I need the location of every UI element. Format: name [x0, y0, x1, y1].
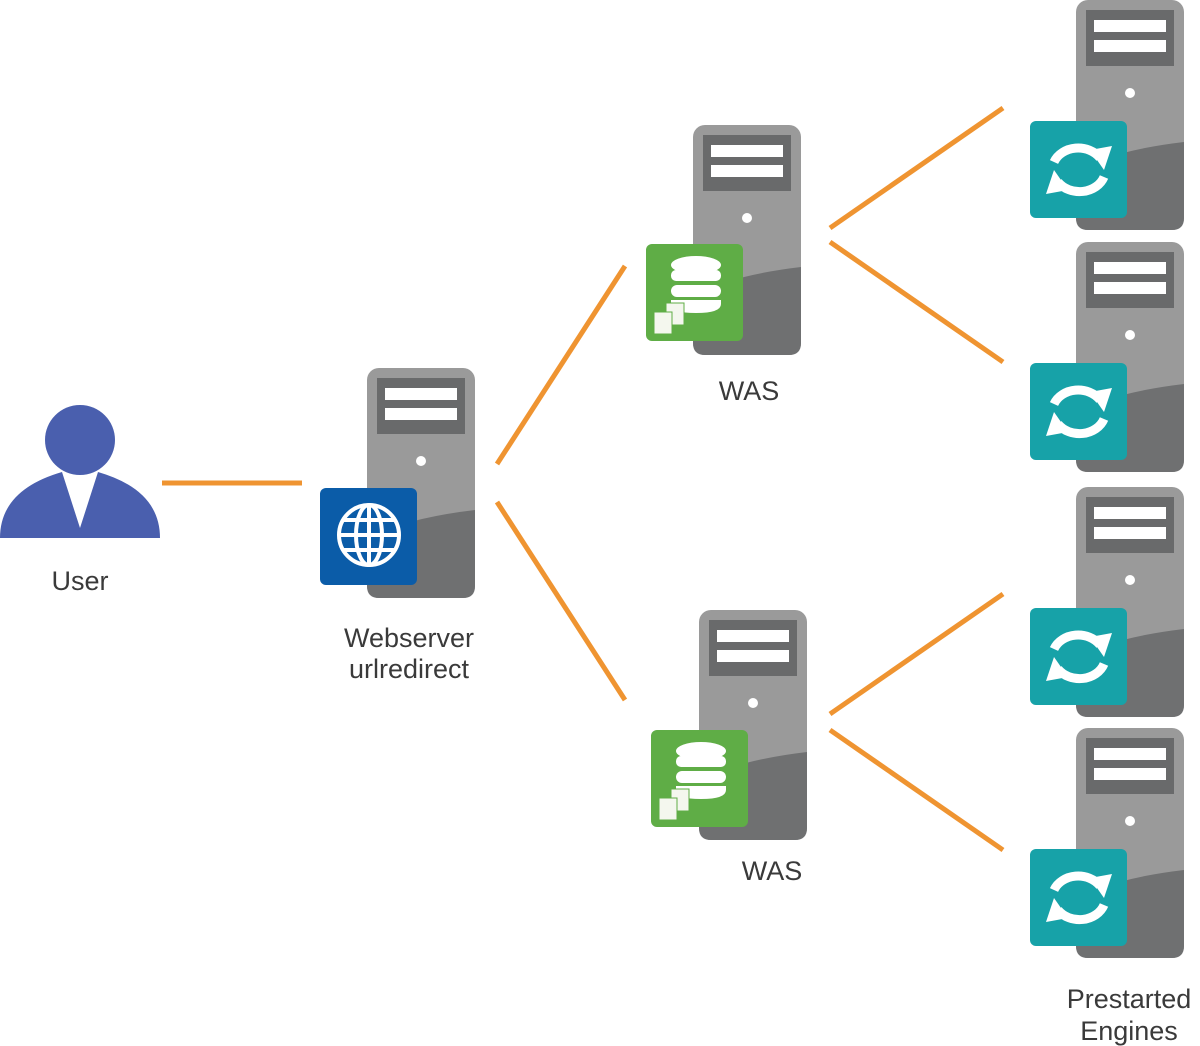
engine-node: [1030, 728, 1184, 958]
refresh-icon: [1030, 849, 1127, 946]
globe-icon: [320, 488, 417, 585]
connectors: [162, 105, 1005, 853]
person-icon: [0, 405, 160, 538]
connector-was-top-engine-1: [828, 105, 1005, 231]
was-bottom-label: WAS: [742, 856, 803, 886]
user-node: User: [0, 405, 160, 596]
engine-node: [1030, 242, 1184, 472]
webserver-node: Webserver urlredirect: [320, 368, 475, 684]
was-bottom-node: WAS: [651, 610, 807, 886]
connector-was-top-engine-2: [828, 239, 1005, 365]
engines-label-line2: Engines: [1080, 1016, 1178, 1046]
engine-node: [1030, 0, 1184, 230]
refresh-icon: [1030, 121, 1127, 218]
connector-was-bottom-engine-4: [828, 727, 1005, 853]
engines-group: [1030, 0, 1184, 958]
webserver-label-line2: urlredirect: [349, 654, 470, 684]
was-top-label: WAS: [719, 376, 780, 406]
database-icon: [651, 730, 748, 827]
database-icon: [646, 244, 743, 341]
engines-label-line1: Prestarted: [1067, 984, 1192, 1014]
refresh-icon: [1030, 608, 1127, 705]
was-top-node: WAS: [646, 125, 801, 406]
engine-node: [1030, 487, 1184, 717]
connector-webserver-was-bottom: [494, 500, 628, 702]
connector-webserver-was-top: [494, 264, 628, 466]
webserver-label-line1: Webserver: [344, 623, 474, 653]
connector-was-bottom-engine-3: [828, 591, 1005, 717]
user-label: User: [51, 566, 108, 596]
refresh-icon: [1030, 363, 1127, 460]
